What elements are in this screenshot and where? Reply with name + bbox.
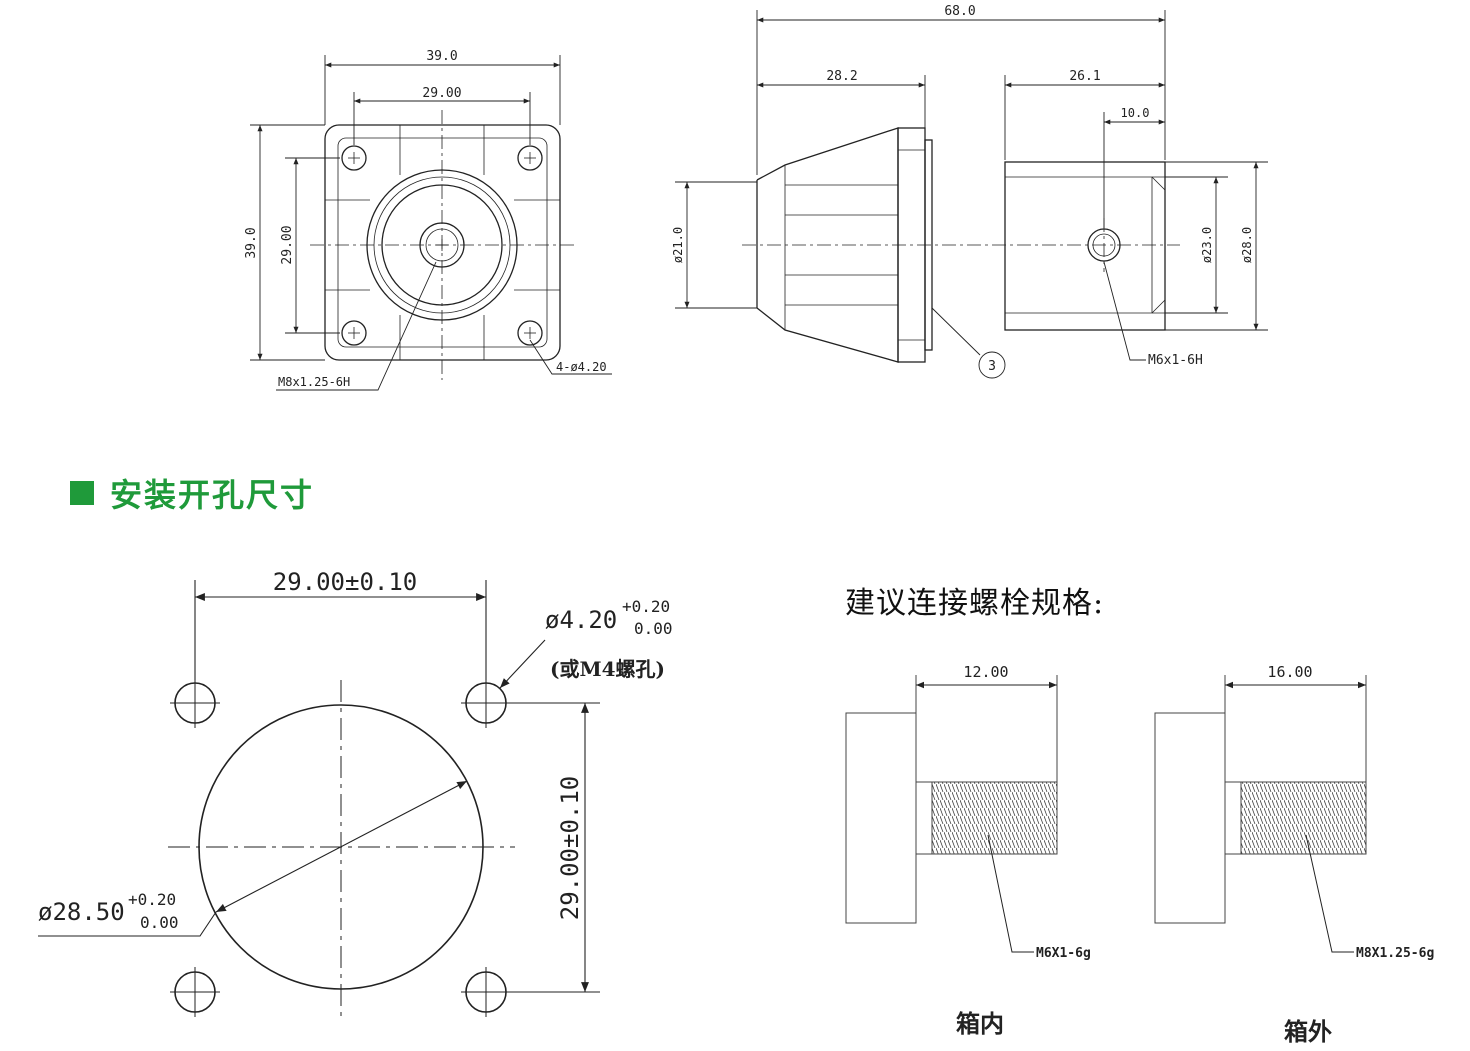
cutout-dim-horizontal: 29.00±0.10	[273, 568, 418, 596]
side-dia-left: ø21.0	[671, 227, 685, 263]
side-dim-hole: 10.0	[1121, 106, 1150, 120]
side-thread-label: M6x1-6H	[1148, 353, 1203, 368]
side-dia-outer: ø28.0	[1240, 227, 1254, 263]
bolt-outer-thread: M8X1.25-6g	[1356, 946, 1434, 961]
front-dim-width-outer: 39.0	[426, 49, 457, 64]
side-dim-left: 28.2	[826, 69, 857, 84]
bolt-inner-label: 箱内	[956, 1009, 1004, 1038]
side-dim-total: 68.0	[944, 4, 975, 19]
side-view-drawing: 68.0 28.2 26.1 10.0 ø21.0 ø23.0 ø28.0 3 …	[671, 4, 1268, 379]
bolt-drawings: 12.00 M6X1-6g 箱内 16.00 M8X1.25-6g 箱外	[845, 663, 1434, 1046]
front-dim-width-inner: 29.00	[422, 86, 461, 101]
front-view-drawing: 39.0 29.00 39.0 29.00 M8x1.25-6H 4-ø4.20	[244, 49, 612, 391]
bolt-outer-dim: 16.00	[1267, 663, 1312, 681]
cutout-hole-tol-lower: 0.00	[634, 619, 673, 638]
bolt-title: 建议连接螺栓规格:	[845, 586, 1105, 621]
bolt-outer-label: 箱外	[1284, 1017, 1332, 1046]
cutout-big-tol-upper: +0.20	[128, 890, 176, 909]
cutout-hole-tol-upper: +0.20	[622, 597, 670, 616]
cutout-big-tol-lower: 0.00	[140, 913, 179, 932]
side-callout-number: 3	[988, 359, 996, 374]
front-dim-height-outer: 39.0	[244, 227, 259, 258]
section-title: 安装开孔尺寸	[110, 476, 315, 514]
front-thread-label: M8x1.25-6H	[278, 375, 350, 389]
heading-square-icon	[70, 481, 94, 505]
cutout-big-dia: ø28.50	[38, 898, 125, 926]
bolt-inner-dim: 12.00	[963, 663, 1008, 681]
cutout-dim-vertical: 29.00±0.10	[556, 776, 584, 921]
side-dia-inner: ø23.0	[1200, 227, 1214, 263]
section-heading: 安装开孔尺寸	[70, 470, 314, 516]
side-dim-right: 26.1	[1069, 69, 1100, 84]
front-hole-label: 4-ø4.20	[556, 360, 607, 374]
cutout-hole-dia: ø4.20	[545, 606, 617, 634]
cutout-drawing: 29.00±0.10 29.00±0.10 ø4.20 +0.20 0.00 (…	[38, 568, 673, 1020]
cutout-hole-note: (或M4螺孔)	[550, 657, 665, 681]
bolt-inner-thread: M6X1-6g	[1036, 946, 1091, 961]
front-dim-height-inner: 29.00	[280, 225, 295, 264]
